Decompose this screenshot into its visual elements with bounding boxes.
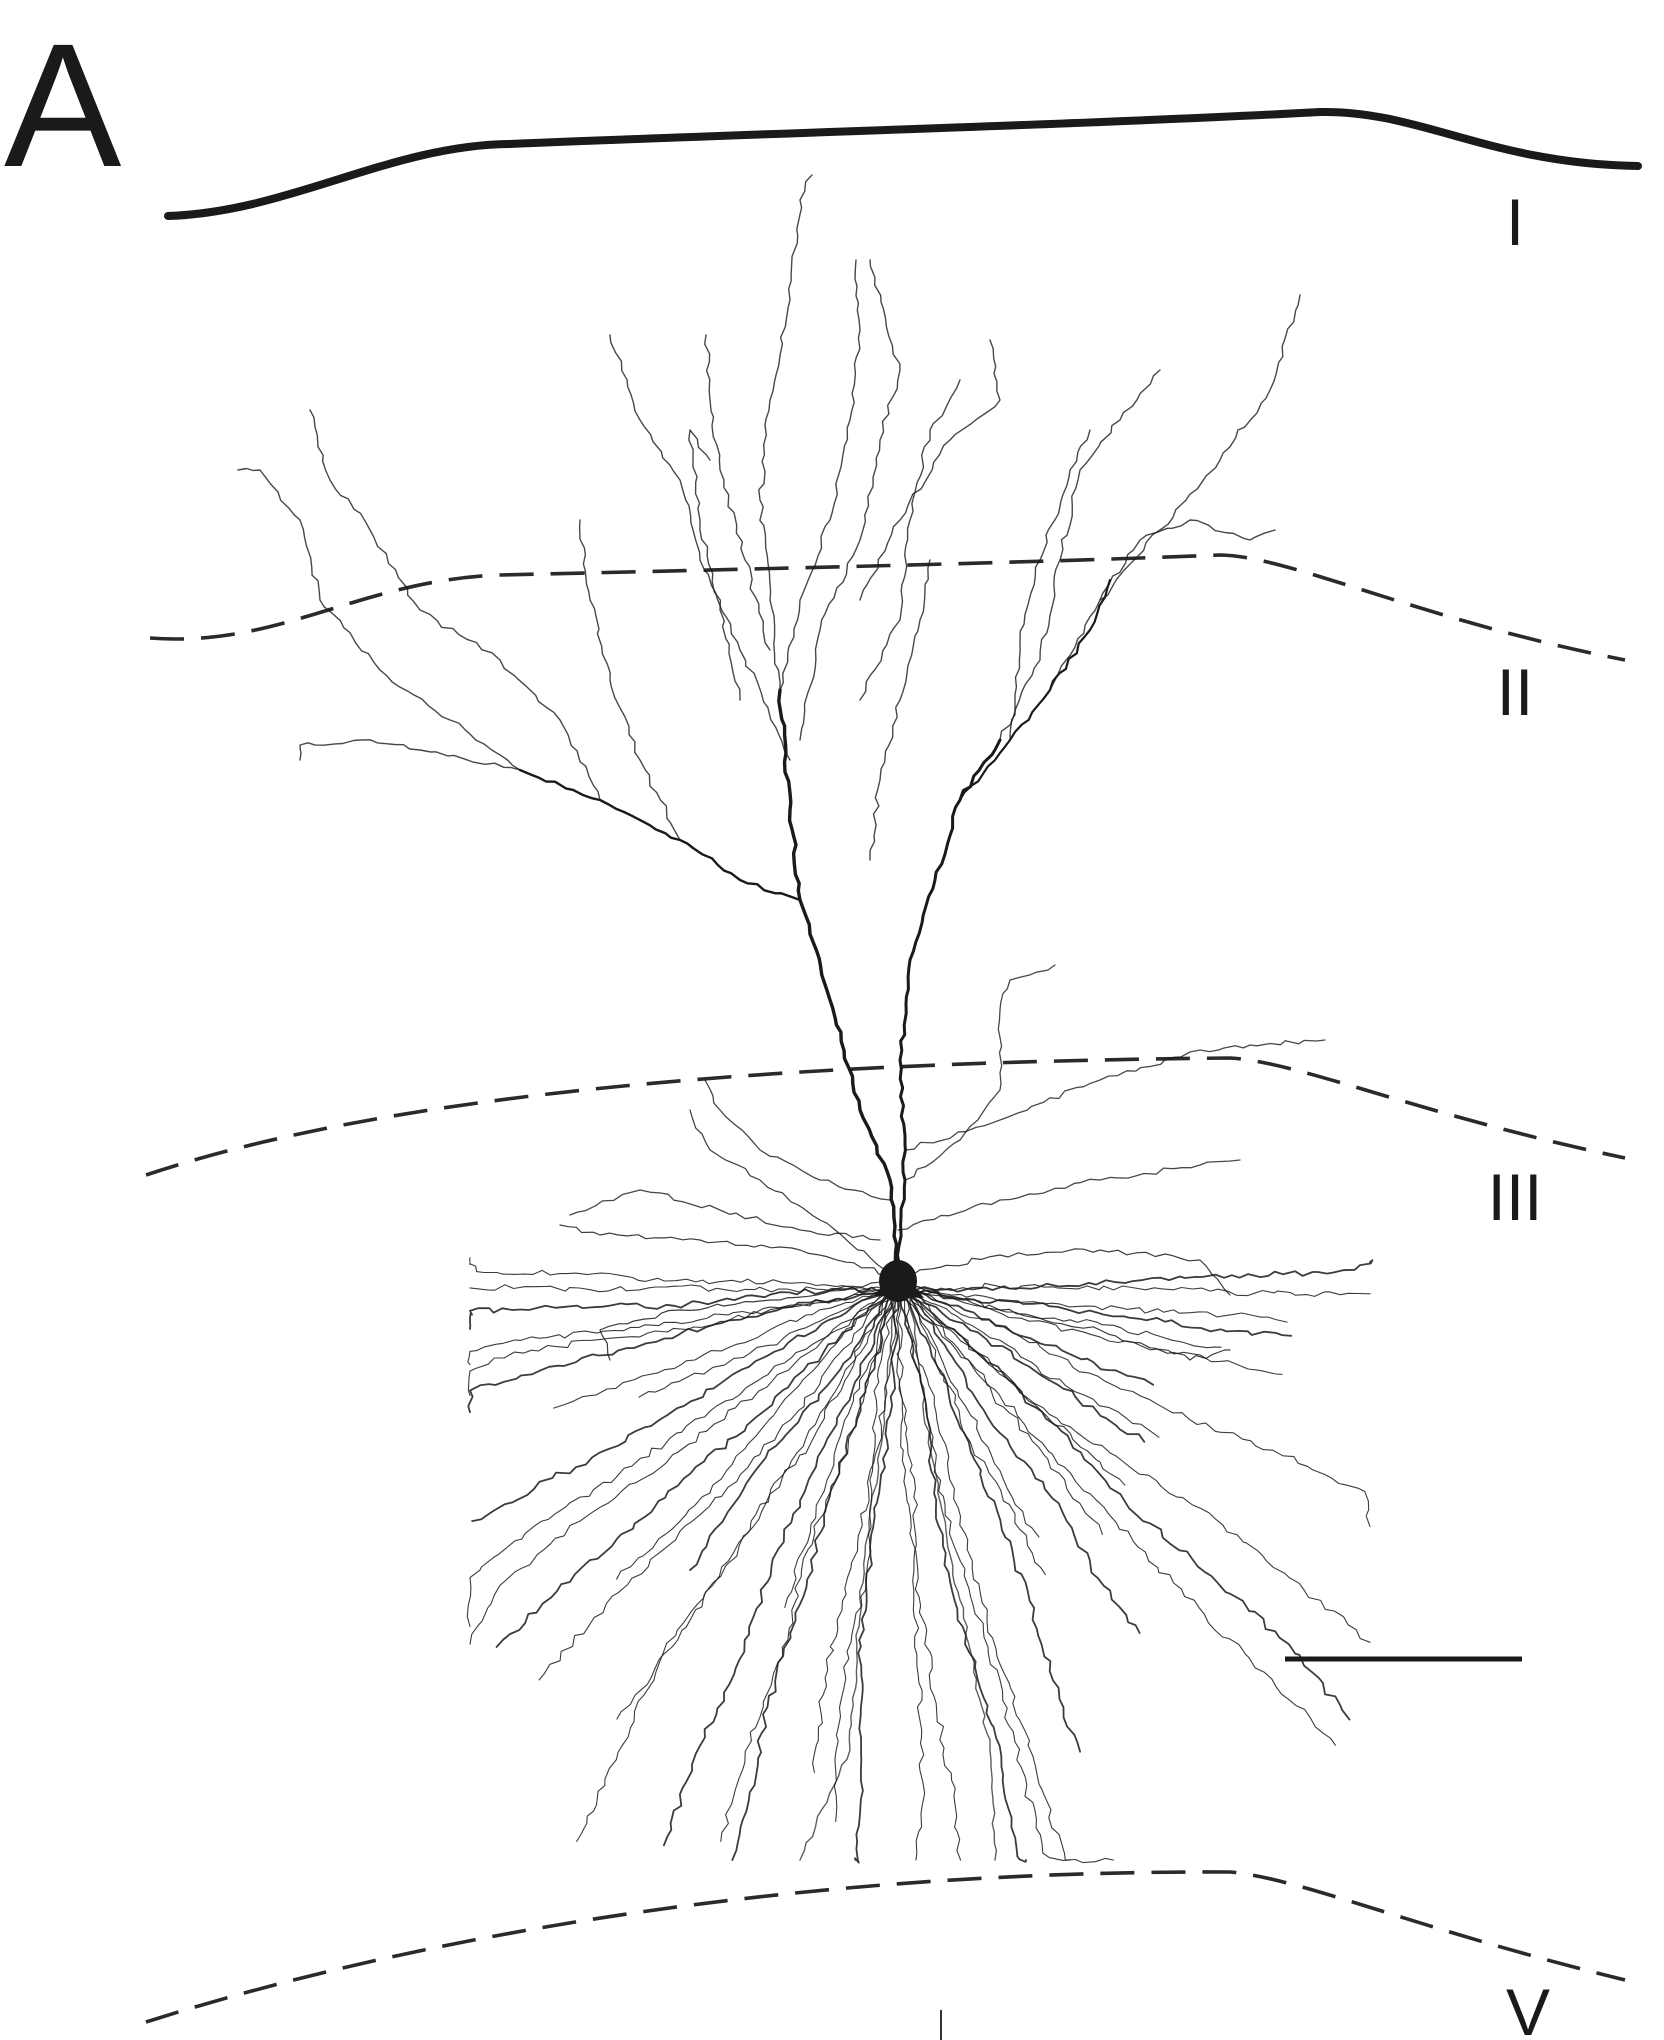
- soma-base: [874, 1266, 924, 1298]
- dendrite-branch: [309, 409, 601, 801]
- dendrite-branch: [900, 1289, 1114, 1864]
- dendrite-branch: [897, 1159, 1241, 1231]
- dendrite-branch: [906, 1289, 1371, 1528]
- layer-label-iii: III: [1487, 1160, 1542, 1234]
- layer-label-i: I: [1506, 185, 1524, 259]
- dendrite-branch: [907, 1288, 1222, 1349]
- dendrite-branch: [466, 1289, 891, 1628]
- dendrite-branch: [907, 1289, 1283, 1375]
- dendrite-branch: [471, 1289, 891, 1522]
- layer-5-boundary-line: [145, 1870, 1626, 2024]
- dendrite-branch: [495, 1289, 892, 1648]
- dendrite-branch: [779, 259, 861, 691]
- dendrite-branch: [538, 1289, 892, 1681]
- dendrite-branch: [777, 688, 900, 1274]
- dendrite-branch: [900, 1289, 1081, 1753]
- dendrite-branch: [689, 1109, 886, 1271]
- dendrite-branch: [469, 1286, 889, 1330]
- dendrite-branch: [469, 1257, 889, 1291]
- dendrite-branch: [467, 1289, 890, 1414]
- dendrite-branch: [799, 1299, 896, 1861]
- dendrite-branch: [859, 379, 961, 701]
- dendrite-branch: [731, 1289, 897, 1861]
- dendrite-branch: [904, 1039, 1326, 1151]
- dendrite-branch: [904, 1289, 1336, 1746]
- dendrite-branch: [859, 339, 1001, 601]
- dendrite-branch: [704, 1079, 891, 1201]
- dendrite-branch: [578, 519, 681, 841]
- dendrite-branch: [869, 559, 931, 861]
- dendrite-branch: [663, 1289, 895, 1847]
- dendrite-branch: [903, 1289, 1103, 1536]
- dendrite-branch: [704, 334, 771, 651]
- dendrite-branch: [609, 334, 791, 761]
- dendrite-branch: [237, 467, 521, 771]
- dendrite-branch: [905, 1289, 1146, 1443]
- dendrite-branch: [907, 1289, 1288, 1323]
- basal-dendrites: [466, 1109, 1374, 1864]
- dendrite-branch: [854, 1289, 900, 1864]
- dendrite-branch: [895, 1289, 962, 1861]
- dendrite-branch: [688, 429, 741, 701]
- apical-trunks: [518, 578, 1112, 1274]
- dendrite-branch: [799, 259, 901, 741]
- dendrite-branch: [833, 1289, 898, 1823]
- dendrite-branch: [758, 174, 813, 691]
- layer-label-v: V: [1506, 1975, 1550, 2040]
- dendrite-branch: [599, 1279, 891, 1361]
- dendrite-branch: [1049, 294, 1301, 691]
- dendrite-branch: [1099, 519, 1276, 601]
- layer-2-boundary-line: [149, 553, 1626, 662]
- dendrite-branch: [812, 1289, 897, 1773]
- dendrite-branch: [902, 1289, 1040, 1538]
- dendrite-branch: [1009, 429, 1091, 741]
- dendrite-branch: [469, 1289, 891, 1645]
- dendrite-branch: [553, 1289, 890, 1409]
- dendrite-branch: [907, 1259, 1374, 1293]
- dendrite-branch: [906, 1289, 1155, 1386]
- dendrite-branch: [569, 1189, 881, 1241]
- dendrite-branch: [784, 1289, 895, 1608]
- dendrite-branch: [896, 1289, 926, 1861]
- dendrite-branch: [909, 1284, 1231, 1361]
- dendrite-branch: [958, 578, 1112, 802]
- dendrite-branch: [907, 1282, 1371, 1297]
- dendrite-branch: [906, 1289, 1160, 1438]
- dendrite-branch: [909, 1299, 998, 1861]
- dendrite-branch: [904, 964, 1056, 1181]
- pia-boundary-line: [164, 107, 1642, 220]
- dendrite-branch: [904, 1289, 1351, 1721]
- dendrite-branch: [999, 369, 1161, 741]
- dendrite-branch: [896, 738, 1002, 1274]
- dendrite-branch: [720, 1289, 896, 1842]
- dendrite-branch: [518, 768, 802, 902]
- dendrite-branch: [905, 1289, 1126, 1486]
- layer-label-ii: II: [1497, 655, 1534, 729]
- dendrite-branch: [467, 1289, 889, 1366]
- dendrite-branch: [904, 1248, 1231, 1296]
- layer-3-boundary-line: [145, 1056, 1626, 1177]
- dendrite-branch: [902, 1289, 1141, 1634]
- pyramidal-neuron: [237, 174, 1374, 1864]
- apical-dendrites: [237, 174, 1326, 1241]
- dendrite-branch: [469, 1284, 889, 1293]
- dendrite-branch: [616, 1289, 893, 1720]
- dendrite-branch: [467, 1289, 889, 1397]
- dendrite-branch: [638, 1289, 890, 1398]
- panel-letter: A: [4, 8, 122, 204]
- dendrite-branch: [299, 739, 521, 771]
- dendrite-branch: [576, 1289, 894, 1842]
- dendrite-branch: [689, 1289, 893, 1571]
- dendrite-branch: [559, 1224, 891, 1276]
